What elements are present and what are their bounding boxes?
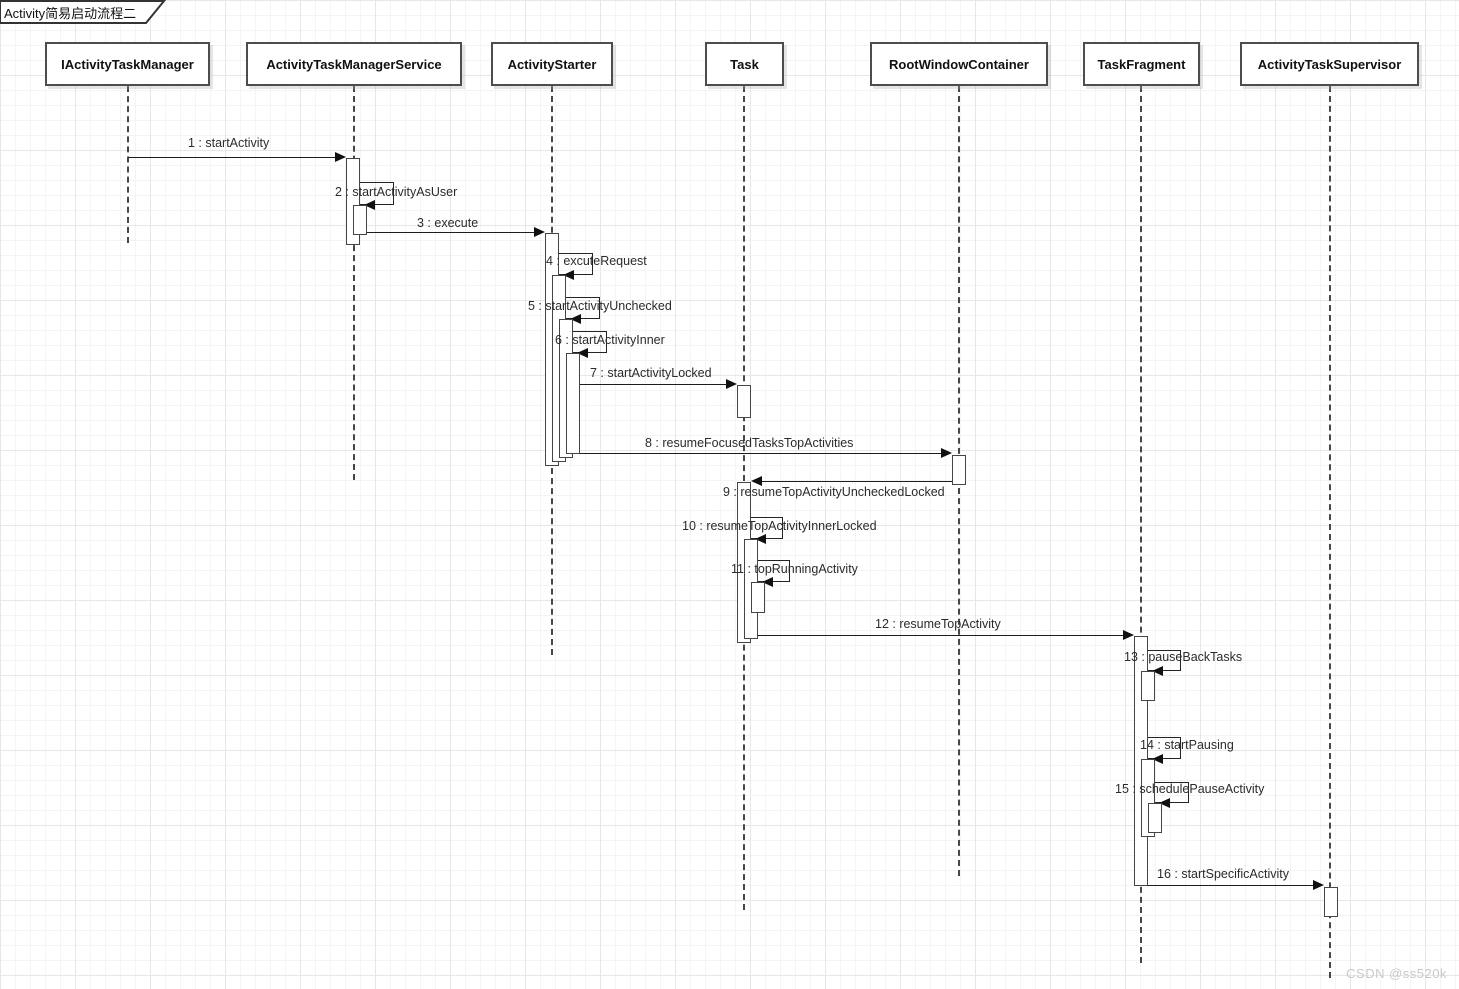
- lifeline-activitytaskmanagerservice: [353, 86, 355, 480]
- activation-bar-starter-nested-3: [566, 353, 580, 454]
- self-message-loop-6: [573, 331, 607, 358]
- self-message-loop-10: [751, 517, 783, 544]
- arrowhead-left-icon: [563, 270, 574, 280]
- activation-bar-rootwindowcontainer: [952, 455, 966, 485]
- activation-bar-supervisor: [1324, 887, 1338, 917]
- actor-box-iactivitytaskmanager: IActivityTaskManager: [45, 42, 210, 86]
- title-tab-shape: [0, 0, 167, 24]
- actor-box-rootwindowcontainer: RootWindowContainer: [870, 42, 1048, 86]
- self-message-loop-13: [1148, 650, 1181, 676]
- actor-box-activitystarter: ActivityStarter: [491, 42, 613, 86]
- self-message-loop-4: [559, 253, 593, 280]
- message-label-9: 9 : resumeTopActivityUncheckedLocked: [723, 485, 945, 499]
- message-label-3: 3 : execute: [417, 216, 479, 230]
- activation-bar-task-nested-2: [751, 582, 765, 613]
- message-line-16: [1148, 885, 1313, 886]
- activation-bar-taskfragment-nested-1: [1141, 671, 1155, 701]
- arrowhead-right-icon: [726, 379, 737, 389]
- arrowhead-right-icon: [335, 152, 346, 162]
- message-label-11: 11 : topRunningActivity: [731, 562, 858, 576]
- activation-bar-taskfragment-nested-3: [1148, 803, 1162, 833]
- arrowhead-right-icon: [534, 227, 545, 237]
- self-message-loop-5: [566, 297, 600, 324]
- lifeline-iactivitytaskmanager: [127, 86, 129, 243]
- message-label-10: 10 : resumeTopActivityInnerLocked: [682, 519, 877, 533]
- actor-label: TaskFragment: [1097, 56, 1186, 72]
- message-label-16: 16 : startSpecificActivity: [1157, 867, 1289, 881]
- diagram-title: Activity简易启动流程二: [4, 6, 137, 21]
- actor-box-activitytaskmanagerservice: ActivityTaskManagerService: [246, 42, 462, 86]
- message-label-1: 1 : startActivity: [188, 136, 270, 150]
- activation-bar-atms-nested: [353, 205, 367, 235]
- self-message-loop-14: [1148, 737, 1181, 764]
- arrowhead-left-icon: [1159, 798, 1170, 808]
- self-message-loop-11: [758, 560, 790, 587]
- message-line-7: [580, 384, 726, 385]
- message-label-8: 8 : resumeFocusedTasksTopActivities: [645, 436, 854, 450]
- watermark: CSDN @ss520k: [1346, 966, 1447, 981]
- message-label-14: 14 : startPausing: [1140, 738, 1234, 752]
- message-label-15: 15 : schedulePauseActivity: [1115, 782, 1265, 796]
- message-line-9: [762, 481, 952, 482]
- actor-label: Task: [730, 56, 759, 72]
- activation-bar-task-1: [737, 385, 751, 418]
- self-message-loop-15: [1155, 782, 1189, 808]
- arrowhead-left-icon: [577, 348, 588, 358]
- actor-label: IActivityTaskManager: [61, 56, 194, 72]
- actor-label: ActivityTaskSupervisor: [1257, 56, 1402, 72]
- self-message-loop-2: [360, 182, 394, 210]
- actor-label: ActivityStarter: [507, 56, 597, 72]
- message-line-1: [128, 157, 336, 158]
- arrowhead-left-icon: [570, 314, 581, 324]
- message-label-7: 7 : startActivityLocked: [590, 366, 712, 380]
- arrowhead-left-icon: [1152, 666, 1163, 676]
- message-label-12: 12 : resumeTopActivity: [875, 617, 1001, 631]
- lifeline-activitytasksupervisor: [1329, 86, 1331, 978]
- message-label-5: 5 : startActivityUnchecked: [528, 299, 672, 313]
- message-label-6: 6 : startActivityInner: [555, 333, 665, 347]
- arrowhead-right-icon: [1313, 880, 1324, 890]
- message-label-4: 4 : excuteRequest: [546, 254, 647, 268]
- arrowhead-left-icon: [751, 476, 762, 486]
- arrowhead-left-icon: [364, 200, 375, 210]
- actor-box-task: Task: [705, 42, 784, 86]
- actor-box-taskfragment: TaskFragment: [1083, 42, 1200, 86]
- actor-box-activitytasksupervisor: ActivityTaskSupervisor: [1240, 42, 1419, 86]
- arrowhead-right-icon: [941, 448, 952, 458]
- message-line-3: [367, 232, 534, 233]
- arrowhead-right-icon: [1123, 630, 1134, 640]
- message-line-8: [580, 453, 941, 454]
- arrowhead-left-icon: [1152, 754, 1163, 764]
- message-line-12: [758, 635, 1123, 636]
- lifeline-taskfragment: [1140, 86, 1142, 963]
- message-label-2: 2 : startActivityAsUser: [335, 185, 458, 199]
- arrowhead-left-icon: [755, 534, 766, 544]
- actor-label: RootWindowContainer: [889, 56, 1029, 72]
- message-label-13: 13 : pauseBackTasks: [1124, 650, 1243, 664]
- actor-label: ActivityTaskManagerService: [266, 56, 442, 72]
- arrowhead-left-icon: [762, 577, 773, 587]
